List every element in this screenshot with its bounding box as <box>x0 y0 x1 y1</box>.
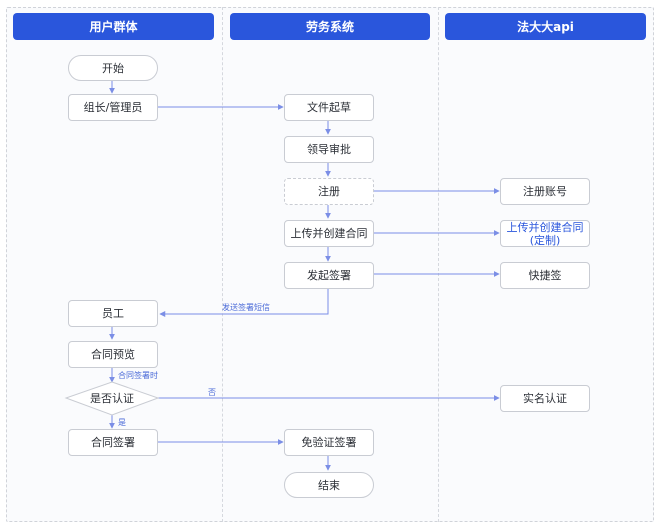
node-register-account: 注册账号 <box>500 178 590 205</box>
lane-header-users: 用户群体 <box>13 13 214 40</box>
lane-divider-1 <box>222 7 223 522</box>
node-sign-launch: 发起签署 <box>284 262 374 289</box>
edge-label-yes: 是 <box>118 418 126 427</box>
node-end: 结束 <box>284 472 374 498</box>
node-api-upload-line2: (定制) <box>529 233 561 247</box>
edge-label-no: 否 <box>208 388 216 397</box>
decision-diamond <box>64 381 160 416</box>
node-employee: 员工 <box>68 300 158 327</box>
lane-header-api: 法大大api <box>445 13 646 40</box>
node-register: 注册 <box>284 178 374 205</box>
lane-divider-2 <box>438 7 439 522</box>
node-upload-create: 上传并创建合同 <box>284 220 374 247</box>
node-draft: 文件起草 <box>284 94 374 121</box>
node-is-verified: 是否认证 <box>90 392 134 405</box>
node-no-verify-sign: 免验证签署 <box>284 429 374 456</box>
node-approve: 领导审批 <box>284 136 374 163</box>
edge-label-send-sms: 发送签署短信 <box>222 303 270 312</box>
node-api-upload: 上传并创建合同 (定制) <box>500 220 590 247</box>
node-manager: 组长/管理员 <box>68 94 158 121</box>
edge-label-on-sign: 合同签署时 <box>118 371 158 380</box>
swimlane-frame <box>6 7 654 522</box>
node-real-name: 实名认证 <box>500 385 590 412</box>
node-api-upload-line1: 上传并创建合同 <box>506 220 584 234</box>
lane-header-system: 劳务系统 <box>230 13 430 40</box>
node-quick-sign: 快捷签 <box>500 262 590 289</box>
node-start: 开始 <box>68 55 158 81</box>
node-contract-sign: 合同签署 <box>68 429 158 456</box>
edge-sign-employee <box>159 288 329 317</box>
node-preview: 合同预览 <box>68 341 158 368</box>
